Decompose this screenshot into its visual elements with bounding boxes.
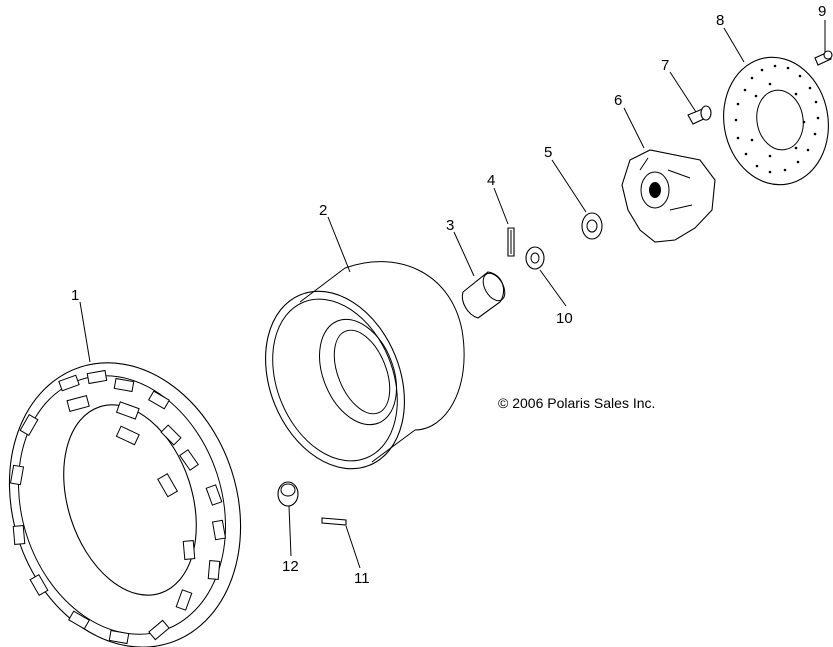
hub-stud-illustration xyxy=(687,105,712,125)
callout-7: 7 xyxy=(661,57,669,74)
lug-nut-illustration xyxy=(277,481,299,507)
hub-nut-illustration xyxy=(581,212,603,240)
callout-labels: 1 2 3 4 5 6 7 8 9 10 11 12 xyxy=(71,3,826,587)
disc-bolt-illustration xyxy=(814,50,833,66)
castle-nut-illustration xyxy=(525,246,545,270)
small-cotter-pin-illustration xyxy=(321,517,347,526)
callout-6: 6 xyxy=(614,92,622,109)
hub-cap-illustration xyxy=(461,271,506,319)
wheel-hub-illustration xyxy=(621,149,716,243)
callout-3: 3 xyxy=(446,217,454,234)
tire-illustration xyxy=(8,362,242,647)
callout-11: 11 xyxy=(354,570,370,587)
callout-10: 10 xyxy=(556,310,573,327)
callout-1: 1 xyxy=(71,287,79,304)
callout-9: 9 xyxy=(818,3,826,20)
callout-12: 12 xyxy=(282,558,299,575)
copyright-text: © 2006 Polaris Sales Inc. xyxy=(498,395,655,411)
callout-8: 8 xyxy=(716,12,724,29)
tire-tread xyxy=(9,369,227,645)
callout-2: 2 xyxy=(319,202,327,219)
leader-lines xyxy=(79,20,826,569)
callout-4: 4 xyxy=(487,172,495,189)
callout-5: 5 xyxy=(544,144,552,161)
cotter-pin-illustration xyxy=(507,227,515,257)
wheel-rim-illustration xyxy=(265,261,465,470)
brake-disc-illustration xyxy=(723,56,829,186)
